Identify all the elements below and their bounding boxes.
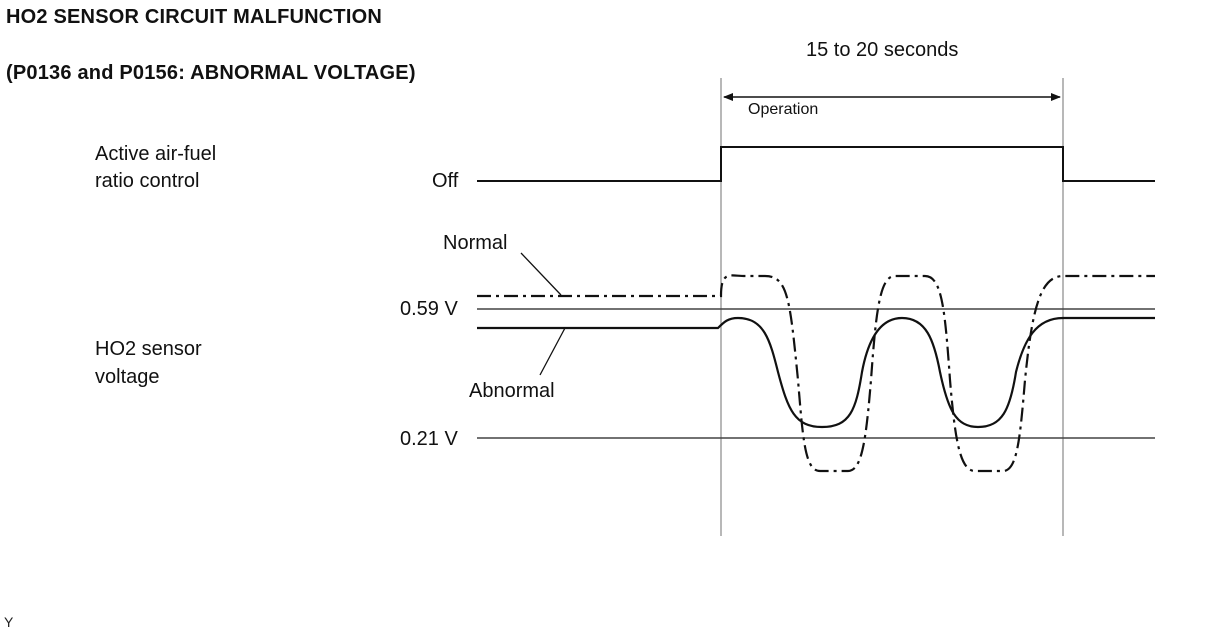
afr-control-label-line1: Active air-fuel xyxy=(95,143,217,165)
diagram-subtitle: (P0136 and P0156: ABNORMAL VOLTAGE) xyxy=(6,62,416,84)
afr-control-label-line2: ratio control xyxy=(95,170,200,192)
normal-voltage-trace xyxy=(477,274,1155,473)
level-high-label: 0.59 V xyxy=(400,298,458,320)
operation-label: Operation xyxy=(748,101,819,118)
normal-leader-line xyxy=(520,252,562,296)
abnormal-leader-line xyxy=(539,327,566,376)
abnormal-voltage-trace xyxy=(477,316,1155,429)
footer-mark: Y xyxy=(4,614,14,630)
afr-off-label: Off xyxy=(432,170,459,192)
duration-label: 15 to 20 seconds xyxy=(806,39,959,61)
afr-control-trace xyxy=(477,146,1155,182)
normal-trace-label: Normal xyxy=(443,232,508,254)
abnormal-trace-label: Abnormal xyxy=(469,380,555,402)
ho2-voltage-label-line1: HO2 sensor xyxy=(95,338,202,360)
diagram-title: HO2 SENSOR CIRCUIT MALFUNCTION xyxy=(6,6,382,28)
level-low-label: 0.21 V xyxy=(400,428,458,450)
ho2-voltage-label-line2: voltage xyxy=(95,366,160,388)
